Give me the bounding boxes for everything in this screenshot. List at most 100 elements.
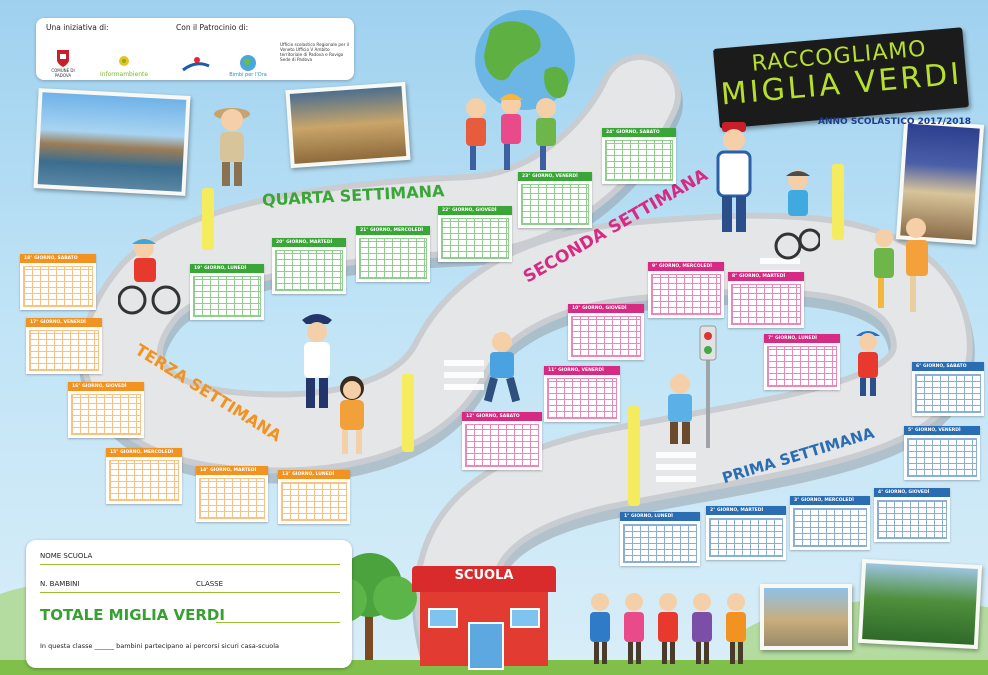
day-card-header: 7° GIORNO, LUNEDÌ <box>764 334 840 343</box>
day-card-header: 5° GIORNO, VENERDÌ <box>904 426 980 435</box>
runner-logo <box>176 42 216 76</box>
bimbi-logo: Bimbi per l'Ora <box>224 38 272 78</box>
day-card-grid[interactable] <box>767 346 837 387</box>
sponsor-box: Una iniziativa di: Con il Patrocinio di:… <box>36 18 354 80</box>
day-card-header: 14° GIORNO, MARTEDÌ <box>196 466 268 475</box>
school-building: SCUOLA <box>412 548 556 670</box>
day-card-grid[interactable] <box>193 276 261 317</box>
day-card-grid[interactable] <box>709 518 783 557</box>
day-card-header: 16° GIORNO, GIOVEDÌ <box>68 382 144 391</box>
total-line[interactable] <box>216 622 340 623</box>
school-door <box>468 622 504 670</box>
school-window <box>428 608 458 628</box>
school-year: ANNO SCOLASTICO 2017/2018 <box>818 117 971 127</box>
day-card: 2° GIORNO, MARTEDÌ <box>706 506 786 560</box>
day-card-grid[interactable] <box>281 482 347 521</box>
kids-group-top <box>466 94 556 170</box>
day-card: 9° GIORNO, MERCOLEDÌ <box>648 262 724 318</box>
day-card: 8° GIORNO, MARTEDÌ <box>728 272 804 328</box>
initiative-label: Una iniziativa di: <box>46 23 109 32</box>
bimbi-caption: Bimbi per l'Ora <box>229 72 267 78</box>
day-card-grid[interactable] <box>23 266 93 307</box>
day-card-grid[interactable] <box>547 378 617 419</box>
day-card-grid[interactable] <box>465 424 539 467</box>
girl-walking <box>340 376 364 454</box>
police-officer <box>302 314 332 408</box>
day-card-grid[interactable] <box>521 184 589 225</box>
day-card: 19° GIORNO, LUNEDÌ <box>190 264 264 320</box>
children-count-label: N. BAMBINI <box>40 580 80 588</box>
day-card-header: 8° GIORNO, MARTEDÌ <box>728 272 804 281</box>
children-class-line[interactable] <box>40 592 340 593</box>
day-card-grid[interactable] <box>71 394 141 435</box>
day-card-header: 10° GIORNO, GIOVEDÌ <box>568 304 644 313</box>
hikers-group <box>590 593 746 664</box>
photo-square <box>285 81 411 169</box>
day-card-header: 2° GIORNO, MARTEDÌ <box>706 506 786 515</box>
day-card: 1° GIORNO, LUNEDÌ <box>620 512 700 566</box>
day-card: 22° GIORNO, GIOVEDÌ <box>438 206 512 262</box>
day-card-grid[interactable] <box>651 274 721 315</box>
day-card-grid[interactable] <box>915 374 981 413</box>
boy-crossing <box>668 374 692 444</box>
day-card-grid[interactable] <box>571 316 641 357</box>
day-card: 12° GIORNO, SABATO <box>462 412 542 470</box>
school-form: NOME SCUOLA N. BAMBINI CLASSE TOTALE MIG… <box>26 540 352 668</box>
coat-of-arms-icon <box>57 50 69 67</box>
informambiente-text: Informambiente <box>99 71 149 78</box>
day-card-header: 23° GIORNO, VENERDÌ <box>518 172 592 181</box>
cyclist-right <box>774 170 820 260</box>
informambiente-logo: Informambiente <box>100 38 148 78</box>
day-card-header: 18° GIORNO, SABATO <box>20 254 96 263</box>
school-name-line[interactable] <box>40 564 340 565</box>
day-card-grid[interactable] <box>731 284 801 325</box>
day-card-header: 21° GIORNO, MERCOLEDÌ <box>356 226 430 235</box>
day-card-grid[interactable] <box>793 508 867 547</box>
flower-icon <box>119 56 129 66</box>
day-card: 10° GIORNO, GIOVEDÌ <box>568 304 644 360</box>
school-window <box>510 608 540 628</box>
day-card-grid[interactable] <box>199 478 265 519</box>
day-card-header: 11° GIORNO, VENERDÌ <box>544 366 620 375</box>
day-card: 20° GIORNO, MARTEDÌ <box>272 238 346 294</box>
day-card-grid[interactable] <box>623 524 697 563</box>
day-card: 14° GIORNO, MARTEDÌ <box>196 466 268 522</box>
day-card: 24° GIORNO, SABATO <box>602 128 676 184</box>
day-card-grid[interactable] <box>275 250 343 291</box>
traffic-officer <box>716 122 752 232</box>
day-card-grid[interactable] <box>359 238 427 279</box>
day-card: 15° GIORNO, MERCOLEDÌ <box>106 448 182 504</box>
day-card: 3° GIORNO, MERCOLEDÌ <box>790 496 870 550</box>
day-card-header: 12° GIORNO, SABATO <box>462 412 542 421</box>
day-card-header: 1° GIORNO, LUNEDÌ <box>620 512 700 521</box>
patronage-label: Con il Patrocinio di: <box>176 23 249 32</box>
class-label: CLASSE <box>196 580 224 588</box>
day-card-grid[interactable] <box>605 140 673 181</box>
day-card-header: 22° GIORNO, GIOVEDÌ <box>438 206 512 215</box>
cyclist-left <box>118 238 181 315</box>
day-card-header: 20° GIORNO, MARTEDÌ <box>272 238 346 247</box>
day-card: 23° GIORNO, VENERDÌ <box>518 172 592 228</box>
photo-canal <box>33 88 191 196</box>
kids-group-right <box>874 218 928 312</box>
day-card-header: 6° GIORNO, SABATO <box>912 362 984 371</box>
kid-blue-cap <box>856 331 880 396</box>
day-card: 17° GIORNO, VENERDÌ <box>26 318 102 374</box>
day-card: 6° GIORNO, SABATO <box>912 362 984 416</box>
day-card-header: 17° GIORNO, VENERDÌ <box>26 318 102 327</box>
day-card-grid[interactable] <box>907 438 977 477</box>
day-card: 13° GIORNO, LUNEDÌ <box>278 470 350 524</box>
runner-icon <box>182 57 210 72</box>
day-card-grid[interactable] <box>441 218 509 259</box>
day-card-header: 13° GIORNO, LUNEDÌ <box>278 470 350 479</box>
photo-palazzo <box>760 584 852 650</box>
day-card-grid[interactable] <box>109 460 179 501</box>
day-card: 11° GIORNO, VENERDÌ <box>544 366 620 422</box>
day-card-header: 19° GIORNO, LUNEDÌ <box>190 264 264 273</box>
day-card-header: 3° GIORNO, MERCOLEDÌ <box>790 496 870 505</box>
day-card-grid[interactable] <box>29 330 99 371</box>
day-card-header: 9° GIORNO, MERCOLEDÌ <box>648 262 724 271</box>
day-card-grid[interactable] <box>877 500 947 539</box>
ufficio-scolastico-text: Ufficio scolastico Regionale per il Vene… <box>280 42 350 62</box>
